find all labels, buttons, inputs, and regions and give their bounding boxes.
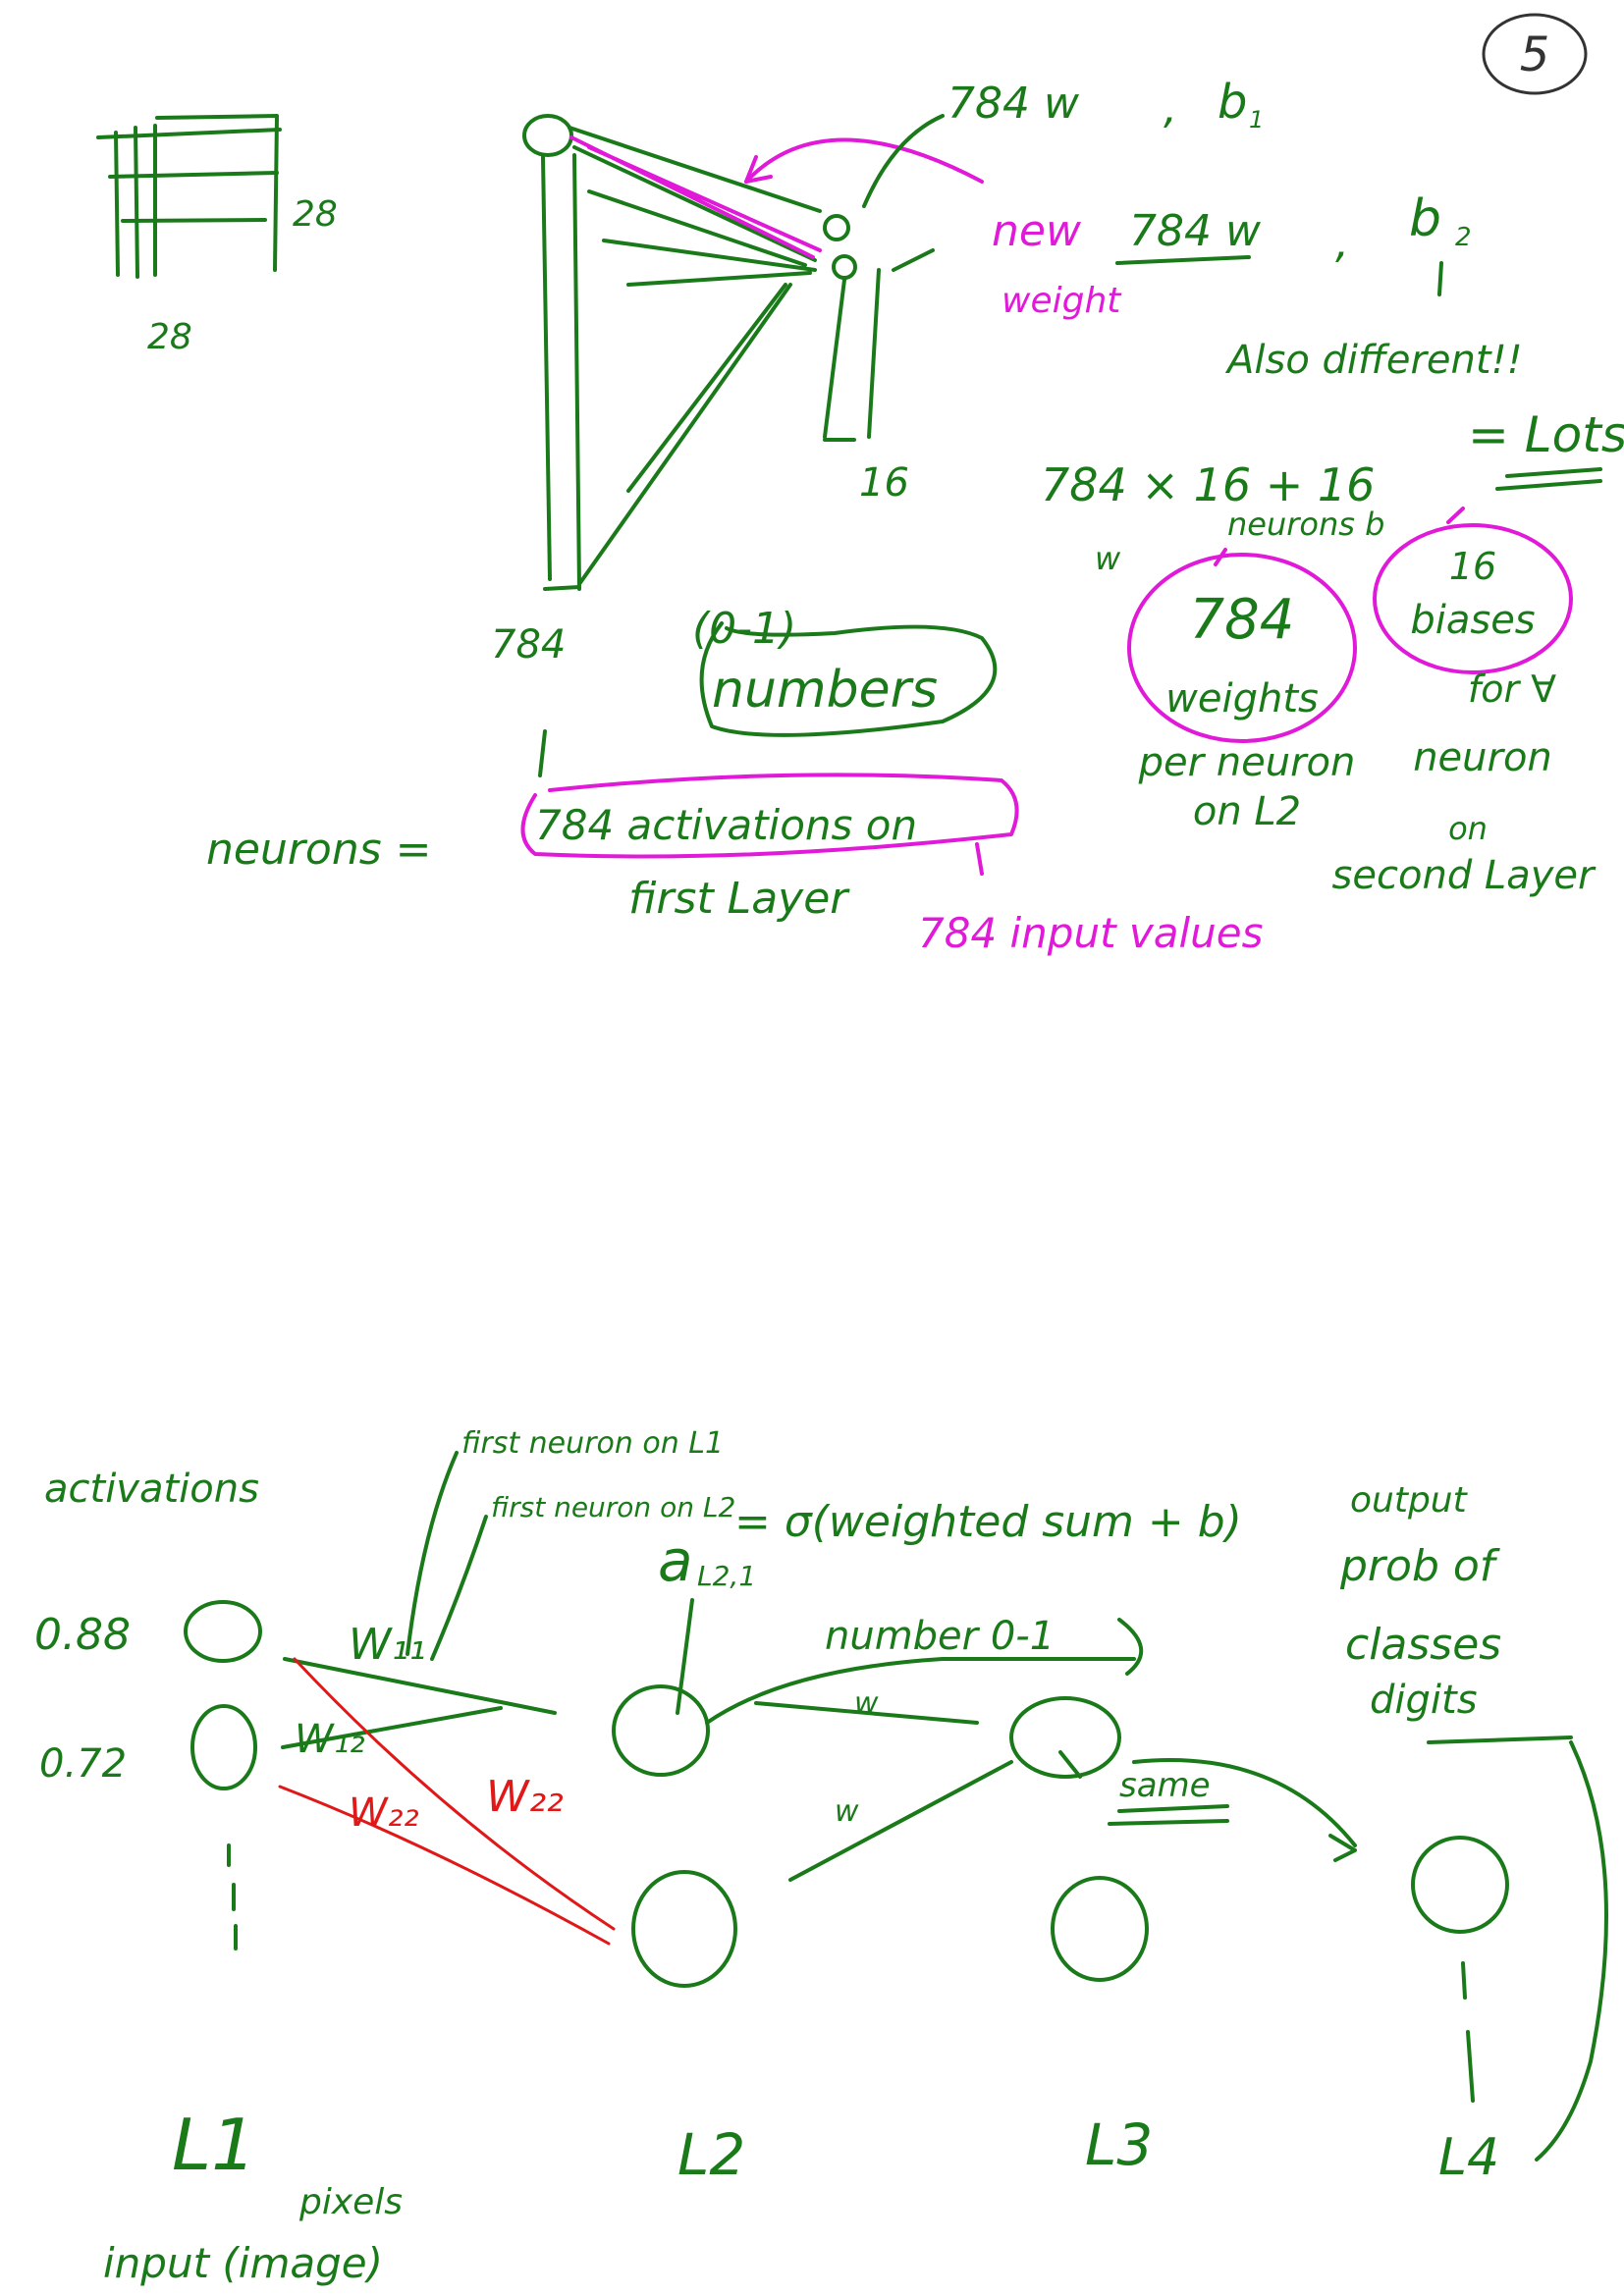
- layer-3-neurons: [1009, 1696, 1149, 1982]
- second-weights-comma: ,: [1335, 218, 1349, 268]
- weight-w-a: w: [854, 1686, 879, 1721]
- formula-a: a: [658, 1527, 693, 1594]
- l1-neuron-1: [184, 1600, 262, 1663]
- biases-for-line2: neuron: [1413, 735, 1552, 780]
- connections: [278, 1618, 1357, 1946]
- grid-height-label: 28: [293, 194, 338, 235]
- activations-heading: activations: [44, 1467, 259, 1512]
- first-weights-comma: ,: [1164, 83, 1177, 133]
- hidden-neuron-2: [832, 254, 857, 280]
- network-sketch: 784 16: [491, 114, 984, 667]
- output-notes: output prob of classes digits: [1339, 1480, 1608, 2162]
- l3-neuron-2: [1051, 1876, 1149, 1982]
- activation-value-2: 0.72: [39, 1741, 127, 1787]
- also-different-label: Also different!!: [1224, 338, 1523, 383]
- number-range-note: number 0-1: [825, 1614, 1055, 1659]
- weights-text: weights: [1165, 676, 1319, 721]
- pixels-label: pixels: [298, 2182, 403, 2222]
- l4-neuron-1: [1411, 1836, 1509, 1934]
- hidden-count-label: 16: [859, 460, 909, 506]
- layer-1-neurons: 0.88 0.72: [34, 1600, 262, 1950]
- first-neuron-annotations: first neuron on L1 first neuron on L2: [406, 1426, 735, 1661]
- page-number: 5: [1520, 27, 1550, 82]
- weight-labels: W₁₁ W₁₂ W₂₂ W₂₂ w w: [295, 1620, 879, 1836]
- first-weights-w: 784 w: [947, 79, 1080, 129]
- formula-w-label: w: [1095, 540, 1121, 577]
- first-neuron-l2-label: first neuron on L2: [491, 1491, 735, 1523]
- same-label: same: [1119, 1766, 1211, 1805]
- second-weights-w: 784 w: [1129, 206, 1262, 256]
- pixel-grid-sketch: 28 28: [96, 114, 338, 357]
- activations-note: neurons = 784 activations on first Layer…: [206, 729, 1264, 957]
- grid-width-label: 28: [147, 317, 192, 357]
- hidden-neuron-1: [823, 214, 850, 241]
- layer-label-l1: L1: [172, 2104, 256, 2186]
- weight-w22-red-1: W₂₂: [349, 1790, 419, 1836]
- output-note-3: classes: [1345, 1620, 1501, 1670]
- output-note-4: digits: [1370, 1678, 1478, 1723]
- weights-count: 784: [1190, 588, 1295, 652]
- parameter-formula: 784 × 16 + 16 = Lots w neurons b: [1041, 406, 1624, 577]
- layer-label-l4: L4: [1438, 2128, 1499, 2187]
- formula-expression: 784 × 16 + 16: [1041, 458, 1375, 511]
- same-note: same: [1108, 1766, 1229, 1826]
- weight-w-b: w: [835, 1794, 859, 1829]
- second-weights-prefix: new: [992, 206, 1082, 256]
- neurons-eq-label: neurons =: [206, 825, 432, 875]
- layer-label-l3: L3: [1085, 2111, 1153, 2178]
- l2-neuron-2: [631, 1870, 737, 1988]
- first-neuron-l1-label: first neuron on L1: [461, 1426, 724, 1461]
- layer-labels: L1 L2 L3 L4 pixels input (image): [103, 2104, 1499, 2287]
- weights-per-neuron-line1: per neuron: [1138, 740, 1356, 785]
- second-weights-note: new 784 w , b 2 weight Also different!!: [992, 189, 1523, 383]
- biases-for-line3: on: [1448, 810, 1488, 847]
- number-range-label: number 0-1: [825, 1614, 1055, 1659]
- biases-for-line1: for ∀: [1468, 667, 1556, 711]
- formula-neurons-b: neurons b: [1227, 506, 1384, 543]
- activations-box-label: 784 activations on: [535, 801, 917, 849]
- first-layer-label: first Layer: [628, 874, 850, 924]
- weight-w22-red-2: W₂₂: [486, 1772, 564, 1822]
- weights-per-neuron-line2: on L2: [1193, 789, 1301, 834]
- input-values-label: 784 input values: [918, 909, 1264, 957]
- first-bias-sub: 1: [1249, 106, 1264, 133]
- l1-neuron-2: [190, 1704, 257, 1790]
- l2-neuron-1: [612, 1684, 710, 1777]
- formula-sigma: = σ(weighted sum + b): [734, 1497, 1242, 1547]
- formula-a-sub: L2,1: [697, 1560, 756, 1592]
- layer-label-l2: L2: [677, 2121, 745, 2188]
- biases-text: biases: [1410, 598, 1535, 643]
- input-count-label: 784: [491, 622, 566, 667]
- activation-value-1: 0.88: [34, 1610, 131, 1660]
- weights-per-neuron-note: 784 weights per neuron on L2: [1127, 548, 1357, 834]
- range-note: (0-1) numbers: [692, 604, 998, 737]
- l3-neuron-1: [1009, 1696, 1121, 1779]
- biases-for-line4: second Layer: [1332, 853, 1597, 898]
- activation-formula: a L2,1 = σ(weighted sum + b): [658, 1497, 1242, 1715]
- weight-label: weight: [1001, 281, 1122, 321]
- weight-w11: W₁₁: [349, 1620, 426, 1670]
- page-number-badge: 5: [1482, 13, 1588, 95]
- layer-4-neurons: [1411, 1836, 1509, 2103]
- layer-2-neurons: [612, 1684, 737, 1988]
- input-neuron-top: [522, 114, 573, 157]
- input-image-label: input (image): [103, 2239, 383, 2287]
- numbers-label: numbers: [712, 661, 938, 720]
- second-bias-b: b: [1409, 189, 1441, 248]
- output-note-2: prob of: [1339, 1541, 1501, 1591]
- second-bias-sub: 2: [1455, 223, 1472, 252]
- output-note-1: output: [1350, 1480, 1469, 1521]
- biases-count: 16: [1449, 545, 1496, 588]
- first-weights-note: 784 w , b 1: [947, 75, 1264, 133]
- formula-result: = Lots: [1468, 406, 1624, 463]
- first-bias-b: b: [1218, 75, 1247, 130]
- biases-note: 16 biases for ∀ neuron on second Layer: [1332, 507, 1597, 898]
- weight-w12: W₁₂: [295, 1717, 365, 1762]
